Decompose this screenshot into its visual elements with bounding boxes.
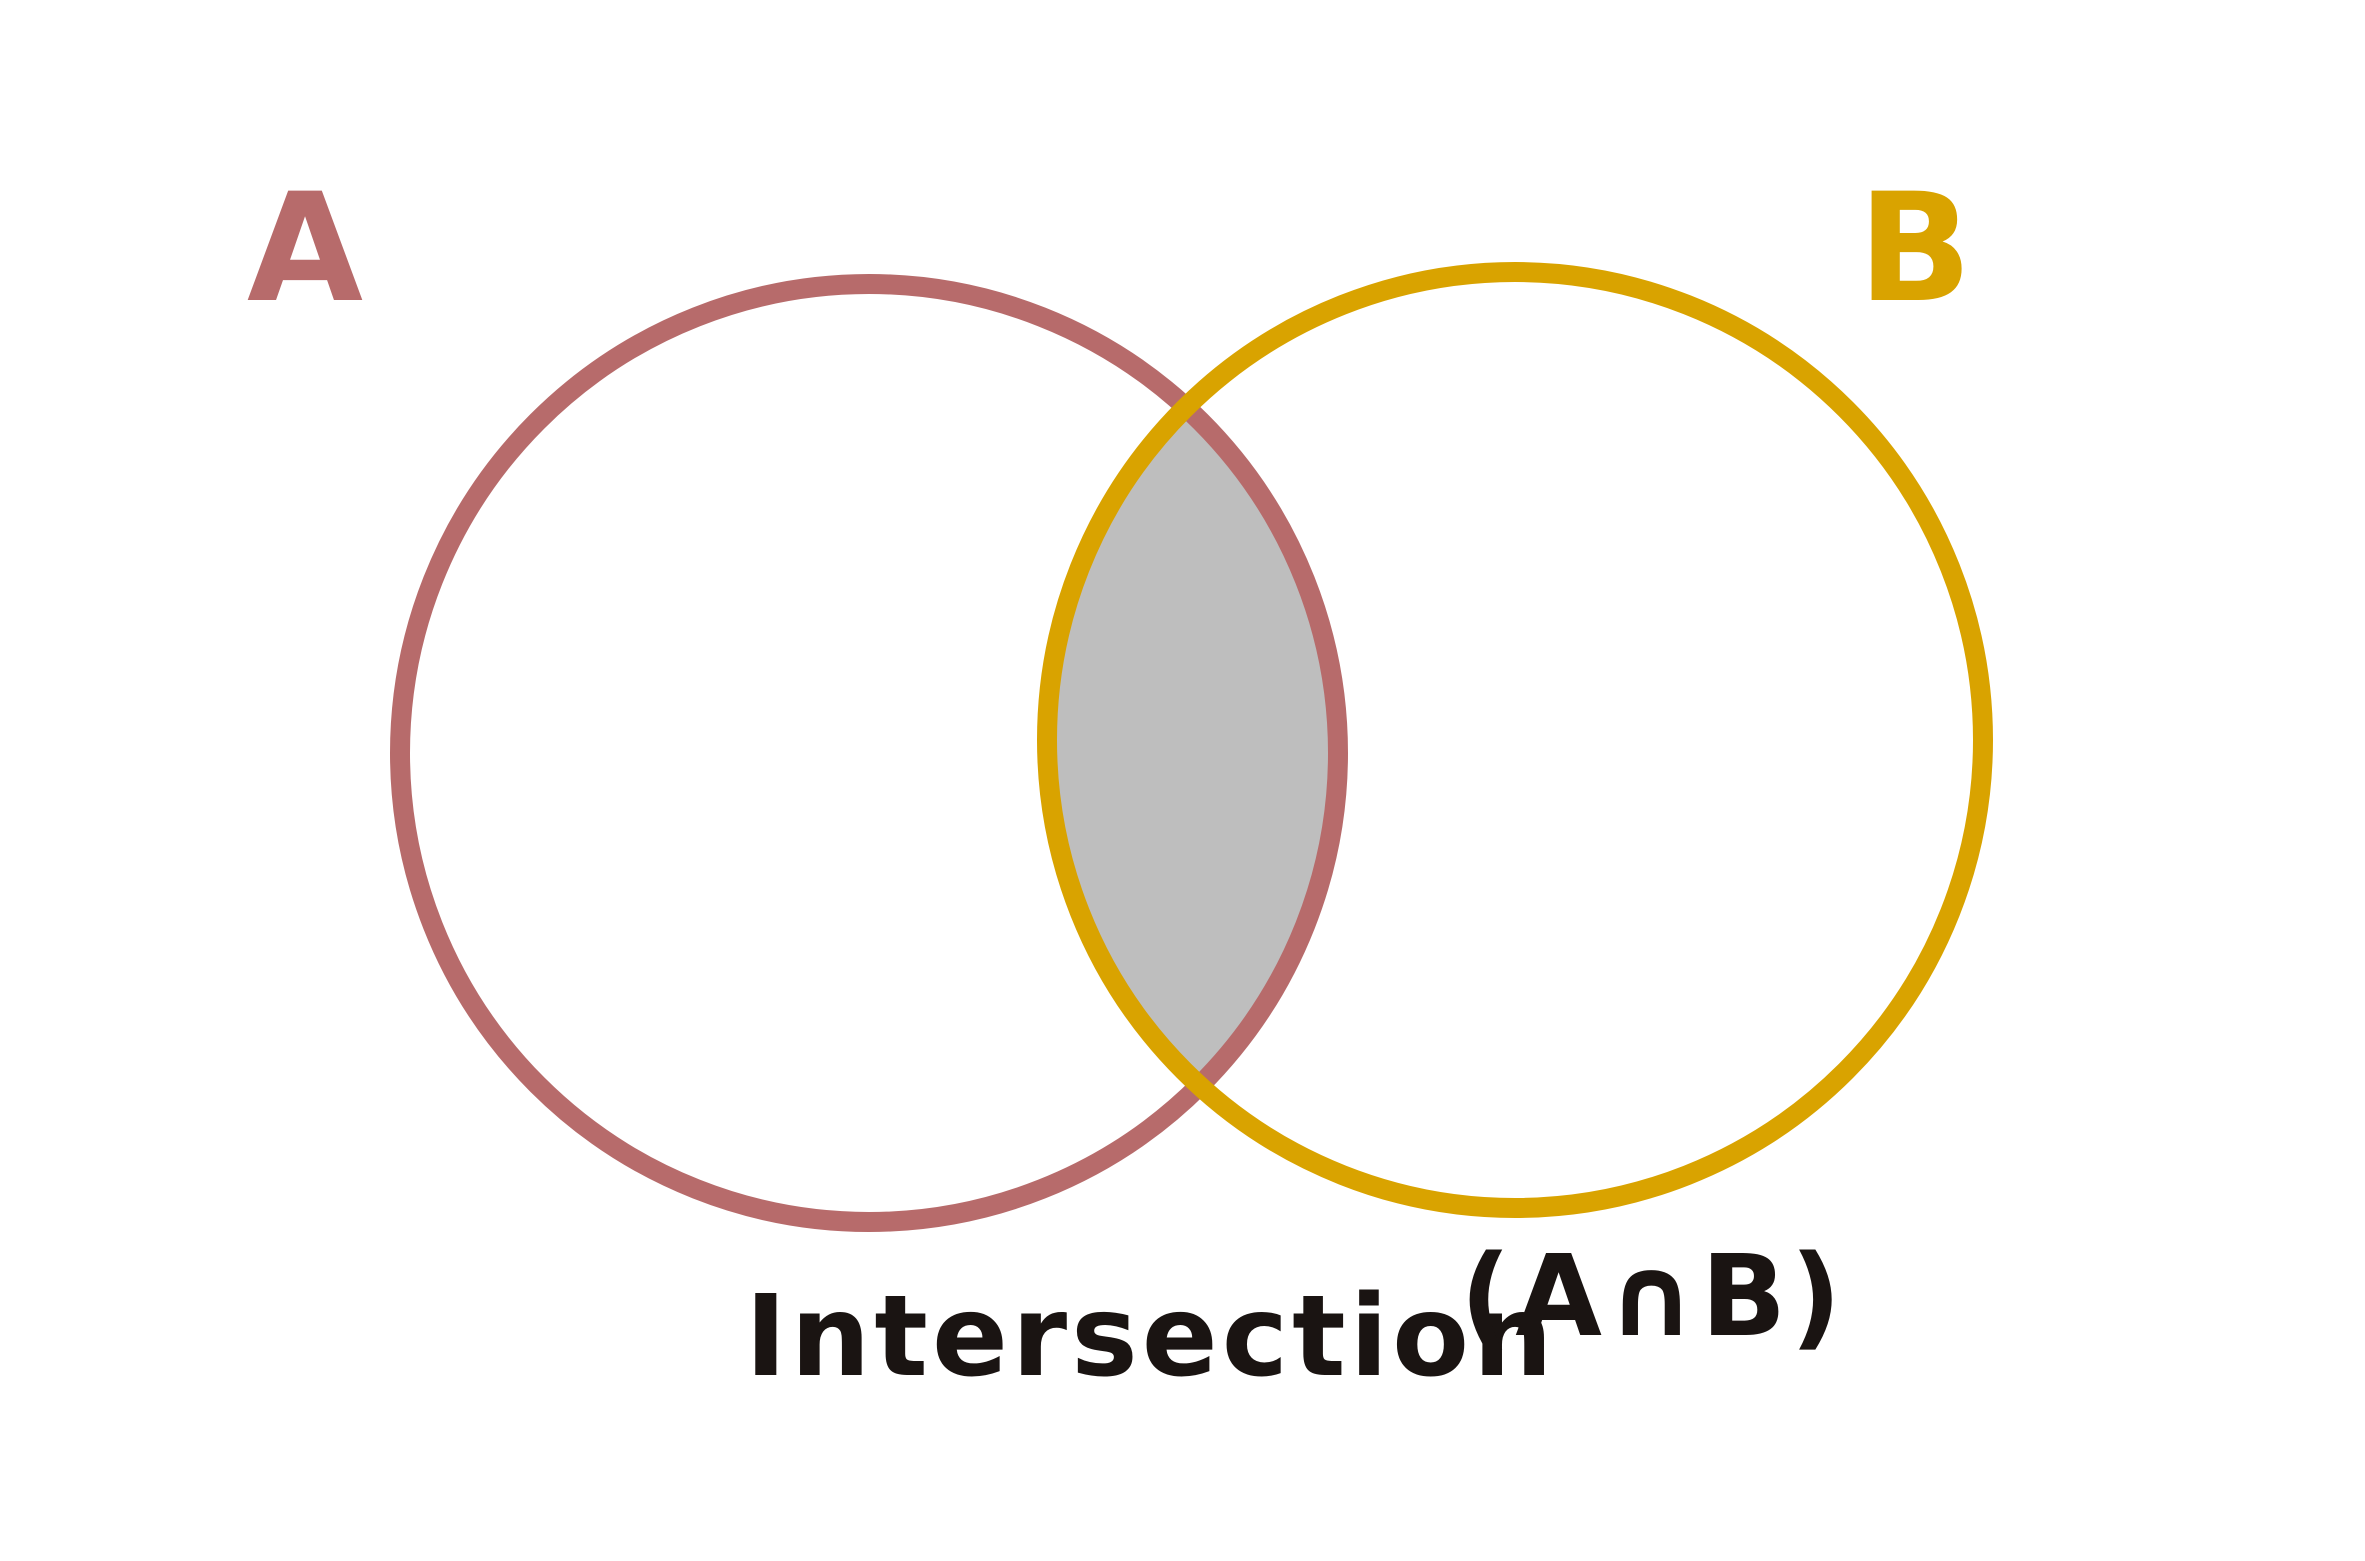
set-a-circle (390, 274, 1348, 1232)
intersection-notation: (A∩B) (1460, 1232, 1845, 1362)
set-b-circle (1037, 262, 1993, 1218)
set-a-label: A (247, 162, 363, 336)
intersection-caption: Intersection (745, 1272, 1557, 1402)
set-b-label: B (1858, 162, 1972, 336)
